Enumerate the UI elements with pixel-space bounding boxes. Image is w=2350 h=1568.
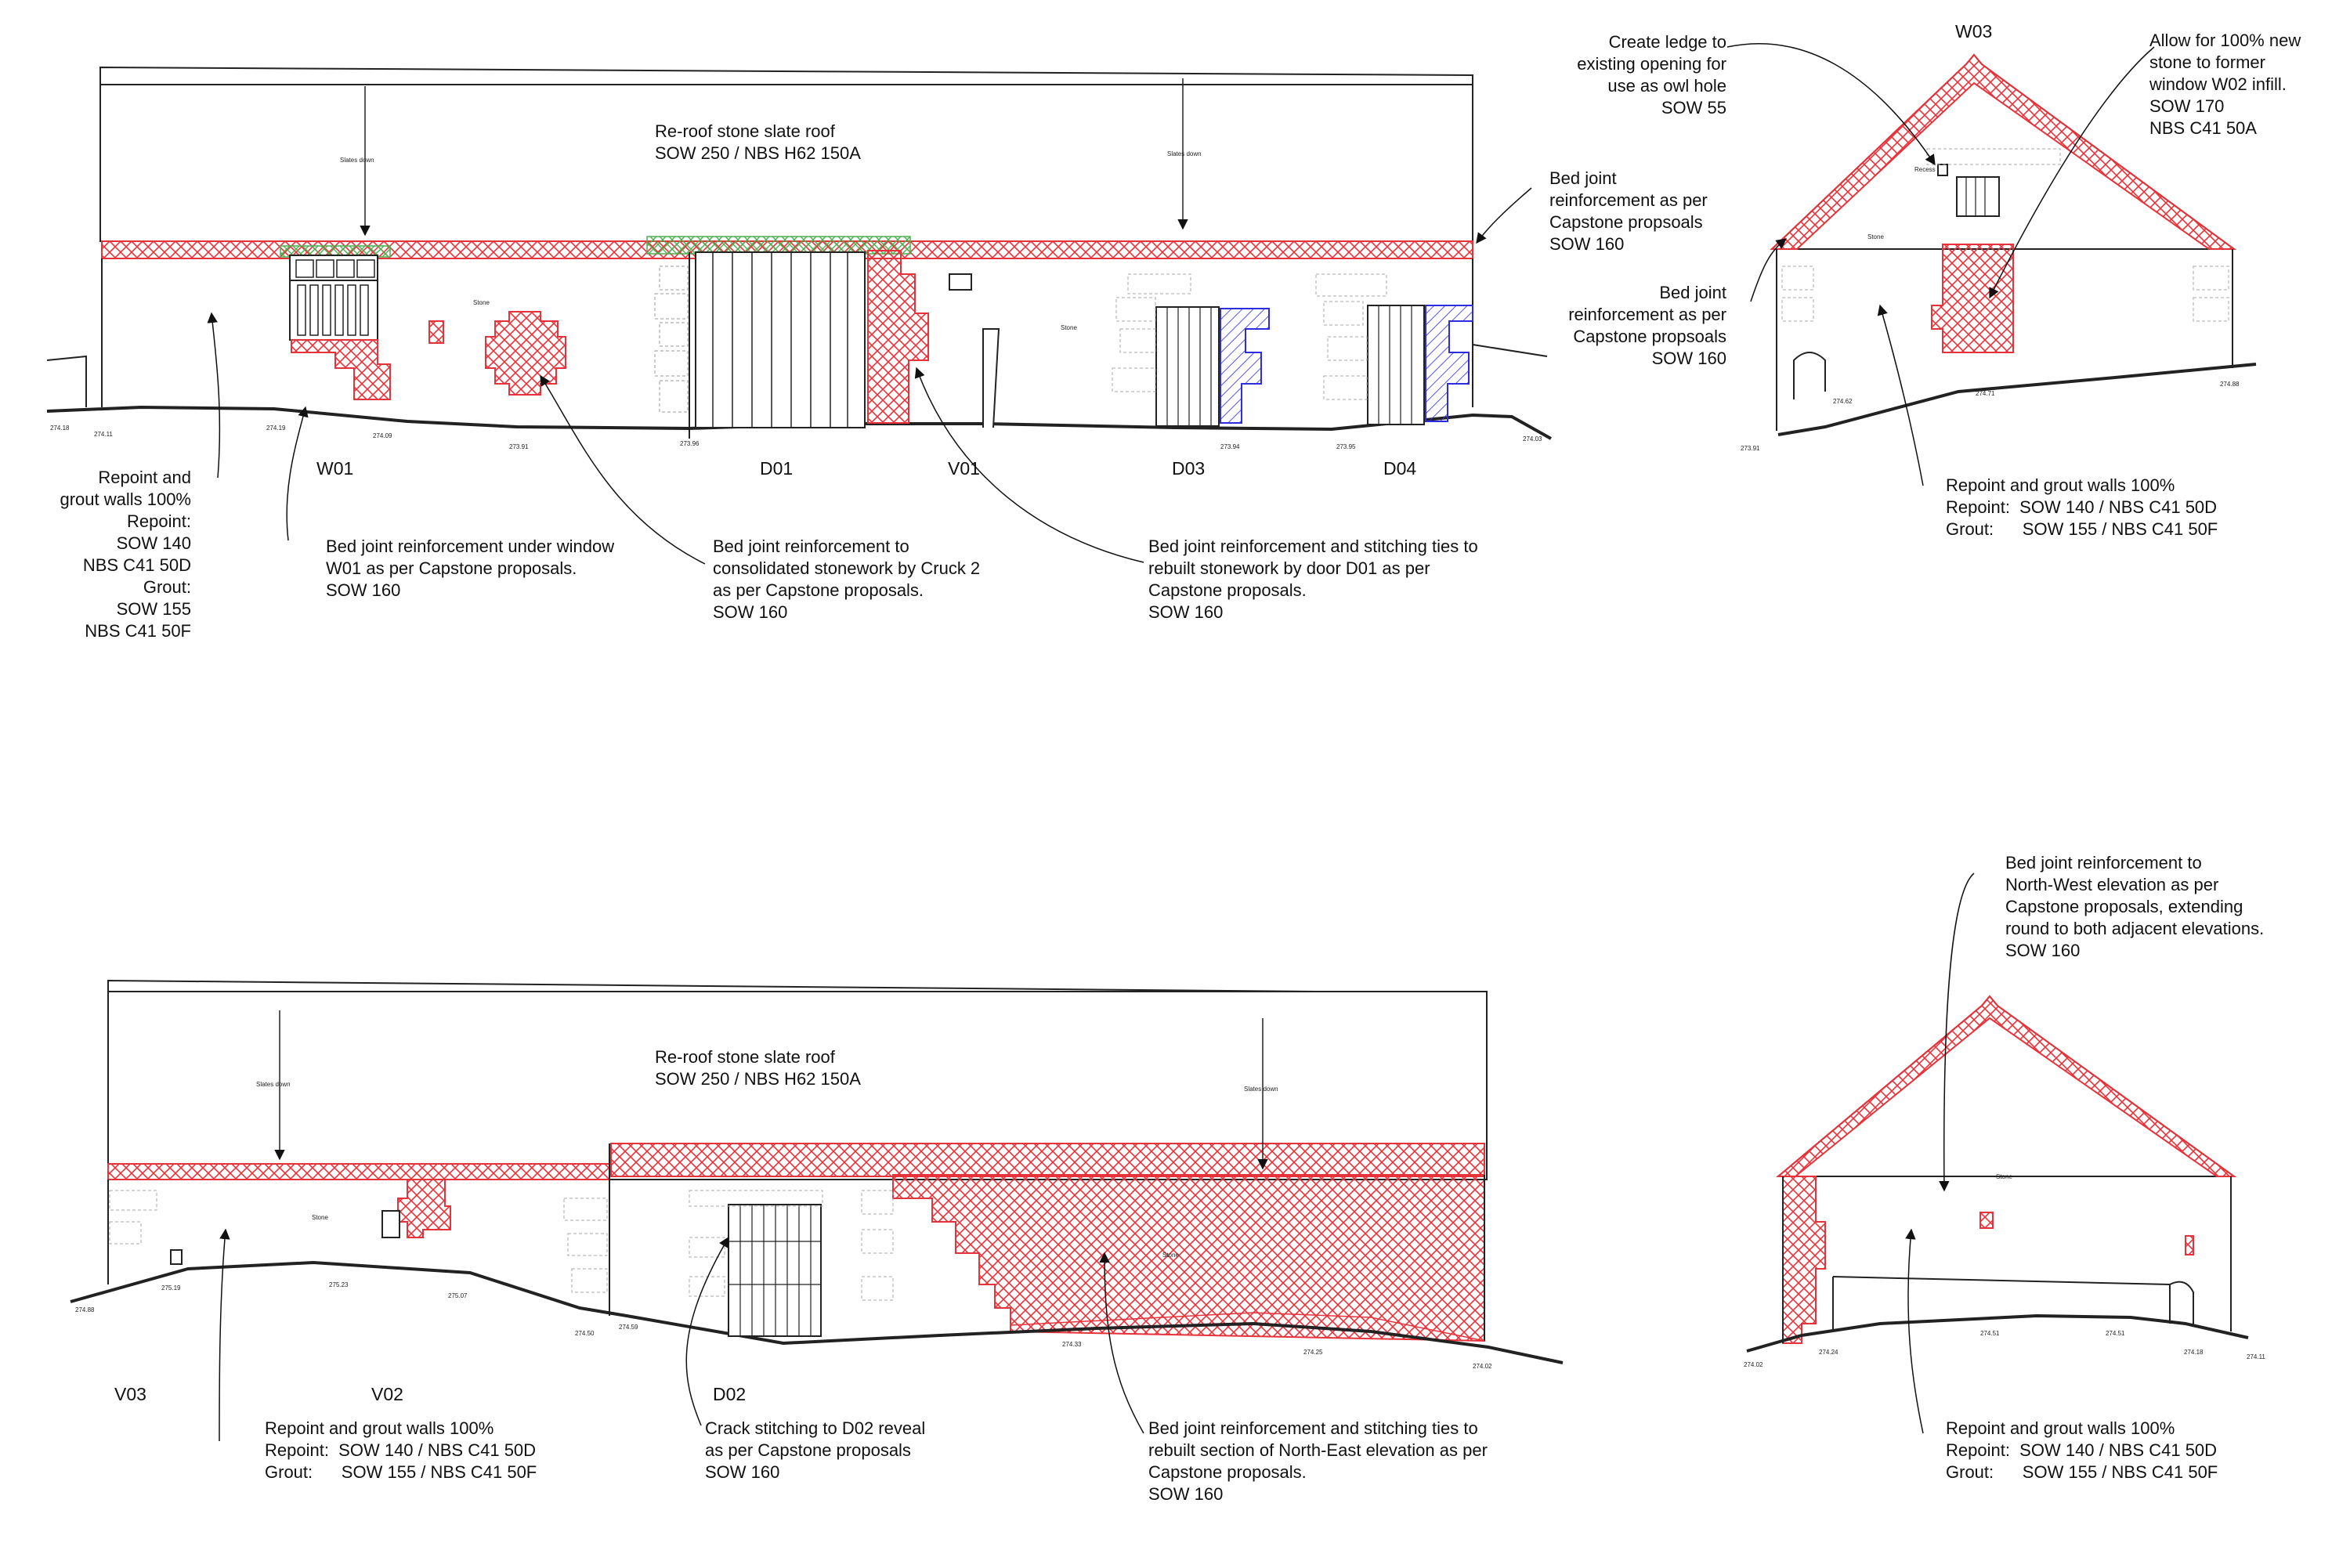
note-bed-joint-w01: Bed joint reinforcement under window W01… <box>326 537 615 600</box>
note-create-ledge: Create ledge to existing opening for use… <box>1577 32 1726 117</box>
ref-label-d01: D01 <box>760 458 794 479</box>
level-marker: 274.03 <box>1523 435 1542 443</box>
slates-down-label: Slates down <box>1244 1086 1278 1093</box>
material-label: Stone <box>1867 233 1884 240</box>
level-marker: 274.02 <box>1473 1363 1492 1370</box>
level-marker: 274.02 <box>1744 1361 1763 1368</box>
material-label: Stone <box>473 299 490 306</box>
ref-label-w01: W01 <box>316 458 354 479</box>
note-bed-joint-north-east: Bed joint reinforcement and stitching ti… <box>1148 1418 1488 1504</box>
note-reroof-bottom: Re-roof stone slate roof SOW 250 / NBS H… <box>655 1047 861 1089</box>
slates-down-label: Slates down <box>340 157 374 164</box>
level-marker: 275.19 <box>161 1284 181 1292</box>
level-marker: 274.19 <box>266 425 286 432</box>
level-marker: 274.11 <box>94 431 113 438</box>
level-marker: 273.91 <box>1741 445 1760 452</box>
note-allow-new-stone: Allow for 100% new stone to former windo… <box>2149 31 2301 138</box>
level-marker: 275.07 <box>448 1292 468 1299</box>
material-label: Stone <box>312 1214 328 1221</box>
note-repoint-gable-2: Repoint and grout walls 100% Repoint: SO… <box>1946 1418 2218 1482</box>
note-bed-joint-right: Bed joint reinforcement as per Capstone … <box>1549 168 1708 254</box>
note-crack-stitching-d02: Crack stitching to D02 reveal as per Cap… <box>705 1418 926 1482</box>
note-bed-joint-cruck: Bed joint reinforcement to consolidated … <box>713 537 981 622</box>
material-label: Stone <box>1996 1173 2012 1180</box>
material-label: Stone <box>1162 1252 1179 1259</box>
ref-label-v03: V03 <box>114 1384 146 1404</box>
level-marker: 274.88 <box>2220 381 2240 388</box>
level-marker: 274.25 <box>1303 1349 1323 1356</box>
ref-label-d03: D03 <box>1172 458 1206 479</box>
ref-label-w03: W03 <box>1955 21 1993 42</box>
ref-label-d04: D04 <box>1383 458 1417 479</box>
elevation-north-west-gable <box>1770 53 2257 436</box>
recess-label: Recess <box>1914 166 1936 173</box>
level-marker: 274.59 <box>619 1324 638 1331</box>
level-marker: 274.09 <box>373 432 392 439</box>
level-marker: 274.18 <box>50 425 70 432</box>
level-marker: 274.50 <box>575 1330 595 1337</box>
note-bed-joint-north-west: Bed joint reinforcement to North-West el… <box>2005 853 2265 960</box>
note-repoint-bottom: Repoint and grout walls 100% Repoint: SO… <box>265 1418 537 1482</box>
level-marker: 274.71 <box>1976 390 1995 397</box>
level-marker: 273.94 <box>1220 443 1240 450</box>
level-marker: 274.62 <box>1833 398 1853 405</box>
ref-label-v02: V02 <box>371 1384 403 1404</box>
level-marker: 274.18 <box>2184 1349 2204 1356</box>
level-marker: 274.88 <box>75 1306 95 1313</box>
elevation-south-west <box>46 66 1552 440</box>
level-marker: 273.96 <box>680 440 700 447</box>
slates-down-label: Slates down <box>1167 150 1202 157</box>
level-marker: 274.11 <box>2247 1353 2265 1360</box>
leader-lines <box>207 43 2155 1442</box>
note-bed-joint-d01: Bed joint reinforcement and stitching ti… <box>1148 537 1478 622</box>
note-reroof-top: Re-roof stone slate roof SOW 250 / NBS H… <box>655 121 861 163</box>
level-marker: 273.95 <box>1336 443 1356 450</box>
level-marker: 275.23 <box>329 1281 349 1288</box>
level-marker: 274.51 <box>2106 1330 2125 1337</box>
material-label: Stone <box>1061 324 1077 331</box>
ref-label-d02: D02 <box>713 1384 747 1404</box>
level-marker: 274.33 <box>1062 1341 1082 1348</box>
ref-label-v01: V01 <box>948 458 980 479</box>
note-repoint-gable: Repoint and grout walls 100% Repoint: SO… <box>1946 475 2218 539</box>
elevation-south-east-gable <box>1746 995 2249 1353</box>
elevation-north-east <box>70 979 1564 1364</box>
level-marker: 274.51 <box>1980 1330 2000 1337</box>
level-marker: 273.91 <box>509 443 529 450</box>
slates-down-label: Slates down <box>256 1081 291 1088</box>
level-marker: 274.24 <box>1819 1349 1838 1356</box>
note-repoint-left: Repoint and grout walls 100% Repoint: SO… <box>60 468 191 641</box>
note-bed-joint-gable: Bed joint reinforcement as per Capstone … <box>1568 283 1726 368</box>
